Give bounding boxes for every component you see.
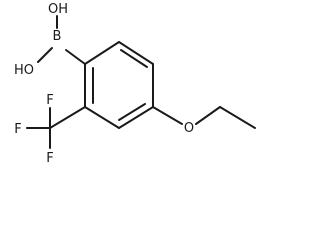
ring-bond [84,106,120,129]
oxygen-to-ch2-bond [195,106,221,125]
ring-bond [84,41,120,65]
ether-oxygen-label: O [184,121,194,136]
hydroxyl-label-upper: OH [48,2,68,17]
ring-double-bond [120,49,148,68]
ring-bond [118,106,154,129]
fluorine-label-left: F [14,122,21,137]
ring-to-oxygen-bond [152,106,183,125]
chemical-structure: B OH HO F F F O [14,2,256,166]
benzene-ring [84,41,154,129]
ch2-to-ch3-bond [219,106,256,129]
trifluoromethyl-group: F F F [14,93,86,166]
fluorine-label-bottom: F [46,151,53,166]
ring-bond [118,41,154,65]
ethoxy-group: O [152,106,256,136]
fluorine-label-top: F [46,93,53,108]
ring-double-bond [118,103,146,121]
boron-oh-lower-bond [37,47,53,63]
boron-label: B [53,29,62,44]
boronic-acid-group: B OH HO [14,2,86,78]
ring-to-cf3-bond [49,106,86,129]
ring-to-boron-bond [65,49,86,65]
hydroxyl-label-lower: HO [14,63,34,78]
